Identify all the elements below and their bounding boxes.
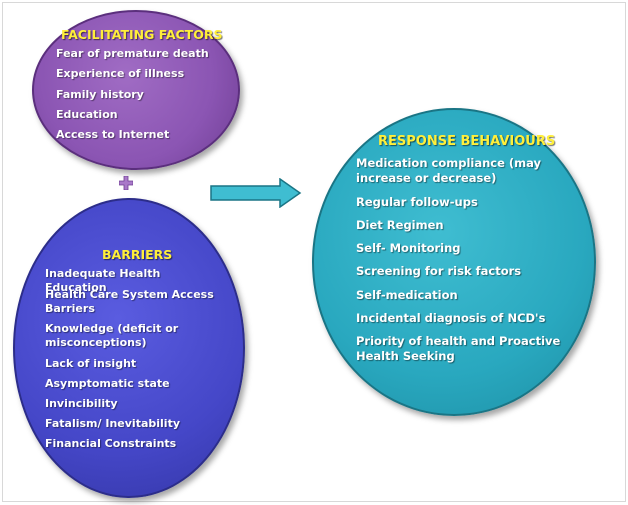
response-behaviours-title: RESPONSE BEHAVIOURS: [378, 134, 556, 149]
facilitating-item: Access to Internet: [56, 128, 170, 141]
facilitating-item: Fear of premature death: [56, 47, 209, 60]
plus-icon: [119, 176, 133, 190]
barrier-item: Asymptomatic state: [45, 377, 170, 390]
response-item: Priority of health and Proactive Health …: [356, 334, 561, 363]
barrier-item: Invincibility: [45, 397, 118, 410]
facilitating-item: Experience of illness: [56, 67, 185, 80]
response-item: Diet Regimen: [356, 218, 444, 232]
right-arrow-icon: [210, 178, 302, 208]
facilitating-factors-title: FACILITATING FACTORS: [61, 27, 223, 42]
response-item: Incidental diagnosis of NCD's: [356, 311, 546, 325]
barriers-circle: [13, 198, 245, 498]
response-item: Regular follow-ups: [356, 195, 478, 209]
barrier-item: Knowledge (deficit or misconceptions): [45, 322, 179, 349]
response-item: Medication compliance (may increase or d…: [356, 156, 542, 185]
response-item: Screening for risk factors: [356, 264, 522, 278]
barrier-item: Financial Constraints: [45, 437, 177, 450]
barrier-item: Inadequate Health Education: [45, 267, 161, 294]
facilitating-factors-circle: [32, 10, 240, 170]
facilitating-item: Family history: [56, 88, 144, 101]
barrier-item: Lack of insight: [45, 357, 137, 370]
barrier-item: Health Care System Access Barriers: [45, 288, 214, 315]
barriers-title: BARRIERS: [102, 247, 173, 262]
response-item: Self-medication: [356, 288, 458, 302]
facilitating-item: Education: [56, 108, 118, 121]
response-behaviours-circle: [312, 108, 596, 416]
response-item: Self- Monitoring: [356, 241, 461, 255]
barrier-item: Fatalism/ Inevitability: [45, 417, 180, 430]
